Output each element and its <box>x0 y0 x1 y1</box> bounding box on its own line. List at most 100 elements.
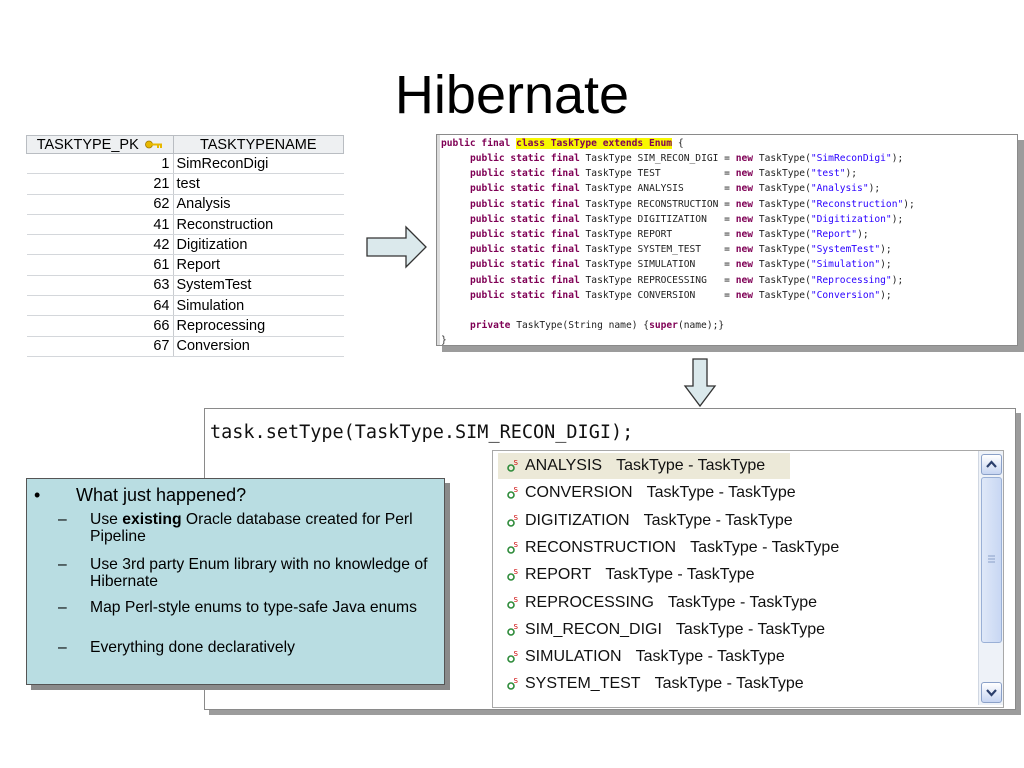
svg-text:S: S <box>514 514 519 522</box>
sub-bullet: – Everything done declaratively <box>58 639 430 656</box>
slide-title: Hibernate <box>394 65 630 125</box>
scroll-up-button[interactable] <box>981 454 1002 475</box>
scrollbar-thumb[interactable] <box>981 477 1002 643</box>
pk-cell: 61 <box>26 254 174 276</box>
sub-bullet-text: Map Perl-style enums to type-safe Java e… <box>90 599 417 616</box>
enum-constant-line: public static final TaskType REPORT = ne… <box>470 229 869 240</box>
dash-marker: – <box>58 511 67 528</box>
item-name: SYSTEM_TEST <box>525 675 641 693</box>
column-header-pk[interactable]: TASKTYPE_PK <box>26 135 174 154</box>
closing-brace: } <box>441 335 447 346</box>
static-field-icon: S <box>507 514 519 527</box>
primary-key-icon <box>144 140 162 149</box>
name-cell: Conversion <box>173 336 344 357</box>
svg-text:S: S <box>514 677 519 685</box>
item-name: RECONSTRUCTION <box>525 538 677 556</box>
item-type: TaskType - TaskType <box>635 648 785 666</box>
autocomplete-item[interactable]: S DIGITIZATION TaskType - TaskType <box>493 508 978 534</box>
static-field-icon: S <box>507 568 519 581</box>
pk-cell: 63 <box>26 275 174 297</box>
down-arrow-icon <box>683 358 717 408</box>
enum-constant-line: public static final TaskType CONVERSION … <box>470 289 892 301</box>
item-name: DIGITIZATION <box>525 511 630 529</box>
name-cell: SimReconDigi <box>173 153 344 175</box>
autocomplete-item[interactable]: S ANALYSIS TaskType - TaskType <box>493 453 978 479</box>
autocomplete-item[interactable]: S REPORT TaskType - TaskType <box>493 562 978 588</box>
item-type: TaskType - TaskType <box>690 538 840 556</box>
item-type: TaskType - TaskType <box>643 511 793 529</box>
static-field-icon: S <box>507 650 519 663</box>
static-field-icon: S <box>507 459 519 472</box>
class-declaration-line: public final class TaskType extends Enum… <box>441 138 684 149</box>
enum-constant-line: public static final TaskType SYSTEM_TEST… <box>470 244 892 256</box>
column-header-name[interactable]: TASKTYPENAME <box>172 135 344 154</box>
autocomplete-item[interactable]: S RECONSTRUCTION TaskType - TaskType <box>493 535 978 561</box>
name-cell: Analysis <box>173 194 344 215</box>
item-name: REPROCESSING <box>525 593 654 611</box>
enum-constant-line: public static final TaskType SIMULATION … <box>470 259 892 271</box>
item-type: TaskType - TaskType <box>605 566 755 584</box>
constructor-line: private TaskType(String name) {super(nam… <box>470 320 725 331</box>
main-bullet: • What just happened? <box>34 485 246 506</box>
item-type: TaskType - TaskType <box>646 484 796 502</box>
name-cell: Reprocessing <box>173 315 344 337</box>
dash-marker: – <box>58 599 67 616</box>
chevron-up-icon <box>986 460 997 468</box>
name-cell: test <box>173 173 344 195</box>
item-name: REPORT <box>525 566 592 584</box>
scroll-down-button[interactable] <box>981 682 1002 703</box>
sub-bullet-text: Everything done declaratively <box>90 639 295 656</box>
editor-gutter <box>437 135 440 345</box>
name-cell: SystemTest <box>173 275 344 297</box>
dash-marker: – <box>58 639 67 656</box>
sub-bullet-text: Use <box>90 511 123 528</box>
pk-cell: 64 <box>26 295 174 317</box>
item-type: TaskType - TaskType <box>675 620 826 638</box>
dash-marker: – <box>58 556 67 573</box>
pk-cell: 62 <box>26 194 174 215</box>
svg-text:S: S <box>514 568 519 576</box>
enum-constant-line: public static final TaskType SIM_RECON_D… <box>470 153 904 164</box>
enum-constant-line: public static final TaskType DIGITIZATIO… <box>470 213 904 225</box>
svg-text:S: S <box>514 541 519 549</box>
item-type: TaskType - TaskType <box>616 457 766 474</box>
item-name: SIM_RECON_DIGI <box>525 620 662 638</box>
pk-cell: 41 <box>26 214 174 236</box>
pk-cell: 42 <box>26 234 174 256</box>
bullet-marker: • <box>34 485 41 505</box>
static-field-icon: S <box>507 677 519 691</box>
enum-constant-line: public static final TaskType TEST = new … <box>470 168 858 180</box>
main-bullet-text: What just happened? <box>76 485 247 505</box>
name-cell: Digitization <box>173 234 344 256</box>
item-name: CONVERSION <box>525 484 633 502</box>
grip-icon <box>988 555 995 563</box>
enum-constant-line: public static final TaskType REPROCESSIN… <box>470 274 904 286</box>
right-arrow-icon <box>366 225 427 269</box>
sub-bullet-bold: existing <box>122 511 182 528</box>
sub-bullet: –Use existing Oracle database created fo… <box>58 511 430 545</box>
code-input-line[interactable]: task.setType(TaskType.SIM_RECON_DIGI); <box>210 422 634 443</box>
item-name: ANALYSIS <box>525 457 603 474</box>
item-type: TaskType - TaskType <box>667 593 818 611</box>
vertical-scrollbar[interactable] <box>978 451 1003 705</box>
sub-bullet-text: Use 3rd party Enum library with no knowl… <box>90 556 428 590</box>
java-enum-code-panel: public final class TaskType extends Enum… <box>436 134 1018 346</box>
pk-cell: 67 <box>26 336 174 357</box>
